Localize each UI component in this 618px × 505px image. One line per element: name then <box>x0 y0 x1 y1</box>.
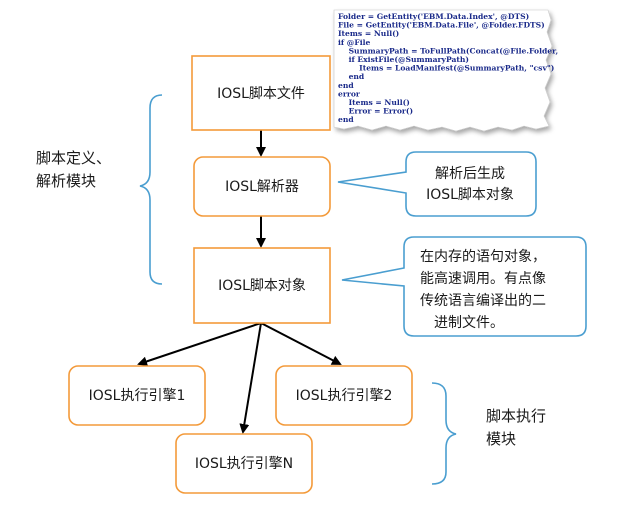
node-engine-2-box <box>275 365 413 426</box>
bubble-memory-note-line-2: 能高速调用。有点像 <box>420 270 546 287</box>
code-line: Items = LoadManifest(@SummaryPath, "csv"… <box>338 64 554 73</box>
definition-module-label-line-2: 解析模块 <box>36 172 96 190</box>
node-engine-n-box <box>175 433 313 494</box>
execution-module-label-line-1: 脚本执行 <box>486 407 546 425</box>
code-line: Items = Null() <box>338 98 410 107</box>
node-engine-1-label: IOSL执行引擎1 <box>89 388 186 404</box>
bubble-parse-note: 解析后生成 IOSL脚本对象 <box>337 151 537 217</box>
node-script-file-box <box>191 55 331 131</box>
node-script-file-label: IOSL脚本文件 <box>217 86 305 102</box>
node-parser-box <box>193 156 331 217</box>
code-line: error <box>338 89 361 98</box>
code-line: SummaryPath = ToFullPath(Concat(@File.Fo… <box>338 46 558 55</box>
definition-brace <box>139 94 163 285</box>
code-line: Items = Null() <box>338 29 399 38</box>
bubble-memory-note-line-1: 在内存的语句对象， <box>420 249 546 265</box>
code-line: end <box>338 81 354 90</box>
definition-module-label-line-1: 脚本定义、 <box>36 149 111 167</box>
arrow-object-to-enginen <box>239 322 262 434</box>
execution-brace <box>431 382 457 485</box>
bubble-memory-note: 在内存的语句对象， 能高速调用。有点像 传统语言编译出的二 进制文件。 <box>341 236 587 337</box>
node-script-object-box <box>193 247 331 324</box>
node-parser-label: IOSL解析器 <box>225 179 299 195</box>
code-line: File = GetEntity('EBM.Data.File', @Folde… <box>338 21 545 30</box>
bubble-parse-note-line-1: 解析后生成 <box>435 166 505 182</box>
torn-paper-shape <box>333 9 553 132</box>
code-line: Folder = GetEntity('EBM.Data.Index', @DT… <box>338 12 529 21</box>
bubble-parse-note-shape <box>337 151 537 217</box>
code-line: end <box>338 72 365 81</box>
node-engine-n-label: IOSL执行引擎N <box>195 456 293 472</box>
node-script-object-label: IOSL脚本对象 <box>218 278 306 294</box>
bubble-memory-note-line-4: 进制文件。 <box>434 315 504 331</box>
node-engine-1-box <box>68 365 206 426</box>
bubble-memory-note-shape <box>341 236 587 337</box>
arrow-object-to-engine2 <box>260 322 342 365</box>
arrow-object-to-engine1 <box>137 322 262 367</box>
code-line: end <box>338 115 354 124</box>
code-line: Error = Error() <box>338 107 413 116</box>
node-script-file: IOSL脚本文件 <box>191 55 331 131</box>
node-engine-n: IOSL执行引擎N <box>175 433 313 494</box>
code-line: if @File <box>338 38 371 47</box>
code-snippet-card: Folder = GetEntity('EBM.Data.Index', @DT… <box>333 9 558 132</box>
execution-module-label-line-2: 模块 <box>486 430 516 448</box>
node-parser: IOSL解析器 <box>193 156 331 217</box>
node-engine-1: IOSL执行引擎1 <box>68 365 206 426</box>
node-engine-2: IOSL执行引擎2 <box>275 365 413 426</box>
bubble-parse-note-line-2: IOSL脚本对象 <box>426 187 514 203</box>
node-script-object: IOSL脚本对象 <box>193 247 331 324</box>
bubble-memory-note-line-3: 传统语言编译出的二 <box>420 293 546 309</box>
code-line: if ExistFile(@SummaryPath) <box>338 55 469 64</box>
node-engine-2-label: IOSL执行引擎2 <box>296 388 393 404</box>
